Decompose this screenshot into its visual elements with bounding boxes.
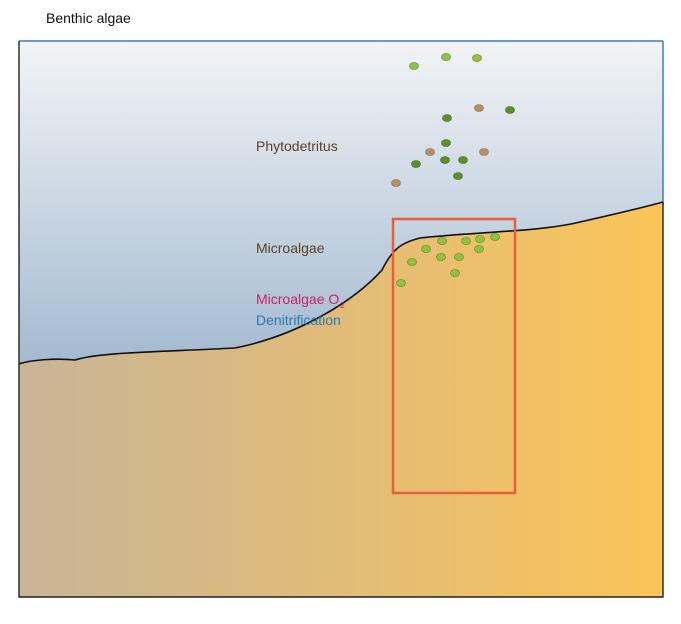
particle-dark-green xyxy=(440,156,450,164)
microalgae-particles xyxy=(396,233,500,287)
particle-dark-green xyxy=(442,114,452,122)
sediment-surface-line xyxy=(18,201,664,365)
particle-brown xyxy=(474,104,484,112)
particle-light-green xyxy=(409,62,419,70)
particle-light-green xyxy=(474,245,484,253)
sediment-layer xyxy=(19,202,663,597)
particle-light-green xyxy=(436,253,446,261)
particle-light-green xyxy=(450,269,460,277)
particle-brown xyxy=(425,148,435,156)
particle-light-green xyxy=(475,235,485,243)
particle-light-green xyxy=(437,237,447,245)
particle-brown xyxy=(479,148,489,156)
particle-brown xyxy=(391,179,401,187)
particle-light-green xyxy=(461,237,471,245)
phytodetritus-label: Phytodetritus xyxy=(256,138,338,154)
o2-subscript: 2 xyxy=(340,301,345,310)
particle-dark-green xyxy=(411,160,421,168)
highlight-box xyxy=(391,217,517,495)
particle-light-green xyxy=(441,53,451,61)
particle-light-green xyxy=(421,245,431,253)
page-title: Benthic algae xyxy=(46,10,131,26)
microalgae-label: Microalgae xyxy=(256,240,325,256)
particle-light-green xyxy=(396,279,406,287)
diagram-frame xyxy=(18,41,664,598)
particle-dark-green xyxy=(505,106,515,114)
phytodetritus-particles xyxy=(391,53,515,187)
microalgae-o2-text: Microalgae O xyxy=(256,291,340,307)
denitrification-label: Denitrification xyxy=(256,312,341,328)
particle-light-green xyxy=(454,253,464,261)
particle-light-green xyxy=(490,233,500,241)
particle-dark-green xyxy=(441,139,451,147)
particle-dark-green xyxy=(458,156,468,164)
particle-dark-green xyxy=(453,172,463,180)
microalgae-o2-label: Microalgae O2 xyxy=(256,291,345,310)
particle-light-green xyxy=(472,54,482,62)
particle-light-green xyxy=(407,258,417,266)
